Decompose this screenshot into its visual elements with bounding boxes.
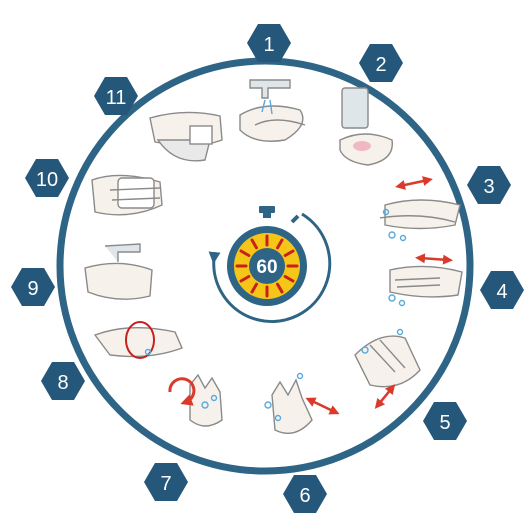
step-8-illustration	[93, 321, 183, 359]
step-badge-6: 6	[283, 475, 327, 513]
rub-arrow-4	[415, 253, 453, 265]
step-badge-7: 7	[144, 463, 188, 501]
step-11-illustration	[149, 111, 223, 162]
step-5-illustration	[354, 328, 421, 409]
step-9-illustration	[84, 243, 153, 300]
step-number-4: 4	[496, 281, 507, 303]
step-badge-4: 4	[480, 271, 524, 309]
step-number-9: 9	[27, 278, 38, 300]
step-badge-2: 2	[359, 44, 403, 82]
step-badge-9: 9	[11, 268, 55, 306]
step-badge-10: 10	[25, 159, 69, 197]
hexagon-badge	[247, 24, 291, 62]
hexagon-badge	[423, 402, 467, 440]
timer-center-disc	[249, 248, 285, 284]
step-2-illustration	[339, 87, 393, 166]
hexagon-badge	[144, 463, 188, 501]
step-badge-3: 3	[467, 166, 511, 204]
timer-tick	[239, 249, 251, 257]
timer-return-arrow	[208, 212, 332, 323]
step-7-illustration	[168, 373, 223, 427]
stopwatch-crown	[259, 206, 275, 213]
step-badge-11: 11	[94, 77, 138, 115]
timer-tick	[276, 238, 284, 250]
step-1-illustration	[239, 79, 306, 142]
timer-tick	[250, 238, 258, 250]
hexagon-badge	[359, 44, 403, 82]
hexagon-badge	[480, 271, 524, 309]
step-badge-5: 5	[423, 402, 467, 440]
step-4-illustration	[388, 253, 463, 307]
timer-ticks	[235, 234, 299, 298]
hexagon-badge	[25, 159, 69, 197]
step-10-illustration	[91, 174, 163, 216]
timer-tick	[239, 275, 251, 283]
step-badge-1: 1	[247, 24, 291, 62]
step-number-2: 2	[375, 54, 386, 76]
hexagon-badge	[467, 166, 511, 204]
timer-tick	[276, 282, 284, 294]
hexagon-badge	[94, 77, 138, 115]
step-badges: 1 2 3 4 5 6 7 8 9 10 11	[11, 24, 524, 513]
timer-value: 60	[256, 257, 277, 278]
hexagon-badge	[11, 268, 55, 306]
step-number-5: 5	[439, 412, 450, 434]
rub-arrow-5	[374, 384, 396, 409]
step-number-10: 10	[36, 169, 58, 191]
timer-group: 60	[208, 206, 332, 323]
step-number-8: 8	[57, 372, 68, 394]
hexagon-badge	[41, 362, 85, 400]
hexagon-badge	[283, 475, 327, 513]
step-6-illustration	[264, 372, 340, 434]
step-number-1: 1	[263, 34, 274, 56]
step-number-7: 7	[160, 473, 171, 495]
step-number-6: 6	[299, 485, 310, 507]
rub-arrow-6	[305, 397, 340, 415]
timer-tick	[283, 275, 295, 283]
step-number-11: 11	[106, 87, 127, 109]
timer-tick	[283, 249, 295, 257]
step-3-illustration	[379, 176, 461, 242]
step-number-3: 3	[483, 176, 494, 198]
rub-arrow-3	[395, 176, 433, 190]
step-badge-8: 8	[41, 362, 85, 400]
timer-tick	[250, 282, 258, 294]
